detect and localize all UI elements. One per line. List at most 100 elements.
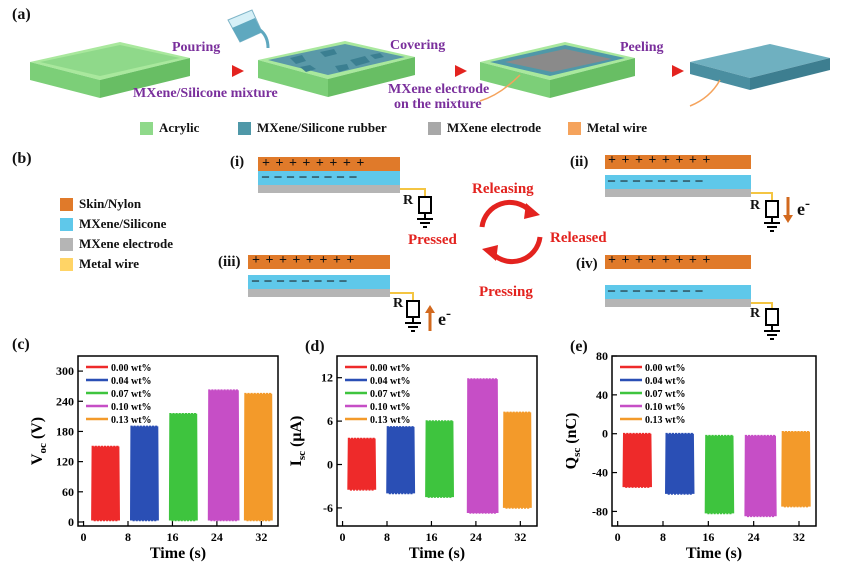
legend-label: 0.07 wt% [370,389,411,400]
y-axis-label-sub: oc [37,443,49,454]
resistor-label: R [750,198,761,213]
y-axis-label: Qsc (nC) [566,413,583,470]
step-peeling: Peeling [620,40,664,55]
legend-label: 0.04 wt% [645,376,686,387]
label-pressed: Pressed [408,232,457,248]
series-line-010 [744,434,777,518]
charges-plus: + + + + + + + + [252,253,356,268]
state-iii [248,255,435,332]
series-line-000 [91,445,120,522]
state-iv [605,255,780,340]
x-tick-label: 16 [166,530,178,544]
charges-plus: + + + + + + + + [608,153,712,168]
swatch [428,121,441,135]
y-axis-label-main: V [29,453,46,465]
charges-minus: – – – – – – – – [608,283,704,298]
legend-b-item-electrode: MXene electrode [60,236,173,252]
y-tick-label: 120 [56,455,74,469]
plot-frame [336,355,538,527]
y-tick-label: 80 [596,350,608,363]
legend-label: Metal wire [587,120,648,135]
x-tick-label: 0 [81,530,87,544]
mechanism-diagram [248,155,793,340]
swatch [60,257,73,271]
beaker-icon [227,9,270,49]
legend-label: Metal wire [79,256,140,271]
acrylic-mold-with-electrode [479,42,635,102]
cycle-arrows-icon [479,199,543,265]
x-tick-label: 8 [384,530,390,544]
acrylic-mold-empty [30,42,190,98]
panel-label-b: (b) [12,150,32,167]
arrow-icon [398,65,467,77]
state-label-iv: (iv) [576,256,598,272]
electron-symbol: e [797,199,805,219]
y-tick-label: 180 [56,424,74,438]
y-tick-label: 40 [596,388,608,402]
arrow-icon [618,65,684,77]
charges-minus: – – – – – – – – [252,273,348,288]
charges-minus: – – – – – – – – [262,169,358,184]
x-tick-label: 32 [514,530,526,544]
panel-label-d: (d) [305,338,325,355]
legend-label: 0.13 wt% [645,415,686,426]
state-label-iii: (iii) [218,254,241,270]
legend-label: MXene electrode [79,236,173,251]
y-tick-label: 0 [327,458,333,472]
charges-minus: – – – – – – – – [608,173,704,188]
peeled-device [689,44,830,107]
x-tick-label: 0 [340,530,346,544]
legend-a-item-electrode: MXene electrode [428,120,541,136]
legend-a-item-mxene-silicone: MXene/Silicone rubber [238,120,387,136]
charges-plus: + + + + + + + + [262,156,366,171]
y-tick-label: 6 [327,414,333,428]
plot-frame [611,355,817,527]
electron-symbol: e [438,309,446,329]
y-tick-label: 240 [56,394,74,408]
x-tick-label: 8 [660,530,666,544]
y-tick-label: 12 [321,371,333,385]
step-pouring: Pouring [172,40,221,55]
series-line-013 [243,392,273,522]
x-axis-label: Time (s) [686,545,742,562]
y-tick-label: 0 [68,515,74,529]
label-released: Released [550,230,607,246]
legend-label: MXene/Silicone [79,216,167,231]
y-axis-label-sub: sc [296,451,308,460]
y-axis-label-unit: (nC) [566,413,580,448]
swatch [60,197,73,211]
legend-label: 0.07 wt% [645,389,686,400]
electron-label: e- [438,306,451,329]
plot-frame [77,355,279,527]
acrylic-mold-with-mixture [227,9,415,97]
x-tick-label: 24 [211,530,223,544]
panel-label-c: (c) [12,336,30,353]
x-tick-label: 0 [615,530,621,544]
series-line-004 [665,432,695,495]
legend-label: Acrylic [159,120,200,135]
legend-label: MXene electrode [447,120,541,135]
series-line-000 [347,437,377,491]
y-tick-label: 0 [602,427,608,441]
legend-b-item-wire: Metal wire [60,256,139,272]
legend-label: 0.00 wt% [645,363,686,374]
series-line-004 [386,426,416,495]
state-label-ii: (ii) [570,154,589,170]
y-tick-label: -40 [592,466,608,480]
y-axis-label: Voc (V) [29,417,49,465]
charges-plus: + + + + + + + + [608,253,712,268]
x-tick-label: 16 [425,530,437,544]
x-tick-label: 32 [255,530,267,544]
y-axis-label: Isc (μA) [290,416,308,467]
series-line-013 [502,411,532,509]
resistor-label: R [750,306,761,321]
y-axis-label-unit: (V) [29,417,46,443]
state-ii [605,155,793,232]
x-axis-label: Time (s) [409,545,465,562]
y-axis-label-main: I [290,460,305,466]
state-label-i: (i) [230,154,245,170]
legend-label: 0.13 wt% [370,415,411,426]
series-line-007 [425,420,454,498]
legend-a-item-acrylic: Acrylic [140,120,199,136]
